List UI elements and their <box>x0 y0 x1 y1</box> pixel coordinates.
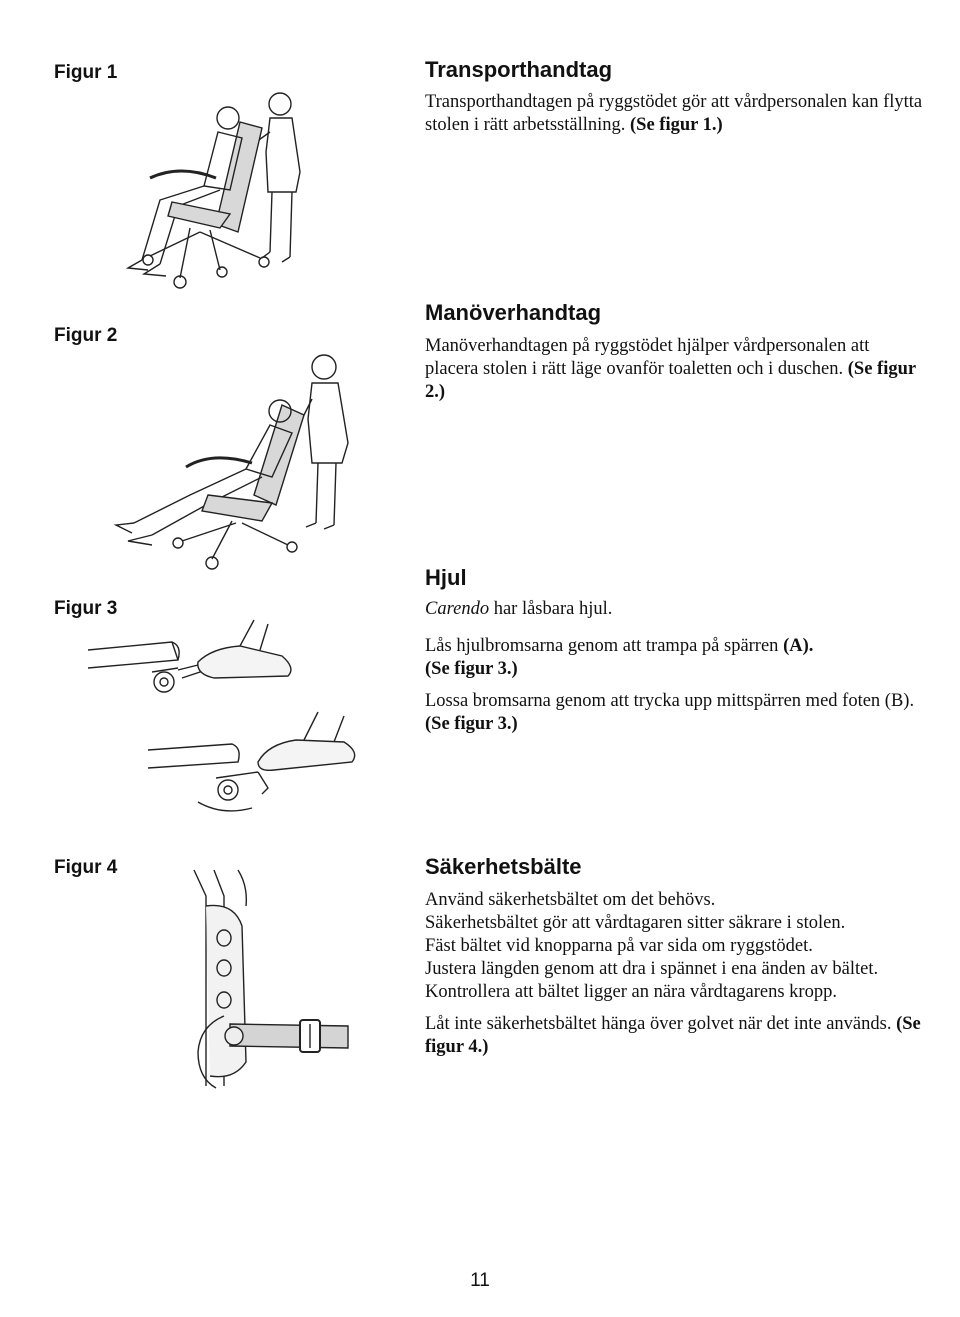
section-2-paragraph: Manöverhandtagen på ryggstödet hjälper v… <box>425 335 925 404</box>
figure-3-reference-2: (Se figur 3.) <box>425 714 518 734</box>
section-3-text-1: har låsbara hjul. <box>489 599 613 619</box>
section-heading-manoverhandtag: Manöverhandtag <box>425 300 602 325</box>
figure-2-illustration <box>112 345 362 575</box>
section-1-text: Transporthandtagen på ryggstödet gör att… <box>425 92 923 135</box>
figure-4-label: Figur 4 <box>54 857 118 878</box>
section-3-paragraph-2: Lås hjulbromsarna genom att trampa på sp… <box>425 635 925 681</box>
figure-2-reference: (Se figur 2.) <box>425 359 916 402</box>
figure-1-illustration <box>120 82 320 294</box>
section-4-text-2: Låt inte säkerhetsbältet hänga över golv… <box>425 1014 897 1034</box>
figure-1-reference: (Se figur 1.) <box>630 115 723 135</box>
section-heading-hjul: Hjul <box>425 565 467 590</box>
figure-4-reference: (Se figur 4.) <box>425 1014 921 1057</box>
section-4-line: Använd säkerhetsbältet om det behövs. <box>425 890 716 910</box>
section-4-paragraph-1: Använd säkerhetsbältet om det behövs. Sä… <box>425 889 925 1004</box>
section-4-line: Kontrollera att bältet ligger an nära vå… <box>425 982 837 1002</box>
section-2-text: Manöverhandtagen på ryggstödet hjälper v… <box>425 336 870 379</box>
brake-marker-a: (A). <box>783 636 814 656</box>
section-3-text-2: Lås hjulbromsarna genom att trampa på sp… <box>425 636 784 656</box>
figure-3-reference-1: (Se figur 3.) <box>425 659 518 679</box>
section-heading-sakerhetsbalte: Säkerhetsbälte <box>425 854 582 879</box>
figure-2-label: Figur 2 <box>54 325 118 346</box>
figure-3-label: Figur 3 <box>54 598 118 619</box>
section-4-line: Säkerhetsbältet gör att vårdtagaren sitt… <box>425 913 846 933</box>
page-number: 11 <box>470 1270 490 1291</box>
section-3-paragraph-3: Lossa bromsarna genom att trycka upp mit… <box>425 690 925 736</box>
product-name: Carendo <box>425 599 490 619</box>
figure-3-illustration <box>82 612 382 820</box>
section-4-paragraph-2: Låt inte säkerhetsbältet hänga över golv… <box>425 1013 925 1059</box>
section-3-paragraph-1: Carendo har låsbara hjul. <box>425 598 925 621</box>
figure-4-illustration <box>186 866 362 1096</box>
section-1-paragraph: Transporthandtagen på ryggstödet gör att… <box>425 91 925 137</box>
section-4-line: Justera längden genom att dra i spännet … <box>425 959 879 979</box>
section-3-text-3: Lossa bromsarna genom att trycka upp mit… <box>425 691 915 711</box>
figure-1-label: Figur 1 <box>54 62 118 83</box>
section-heading-transporthandtag: Transporthandtag <box>425 57 613 82</box>
section-4-line: Fäst bältet vid knopparna på var sida om… <box>425 936 813 956</box>
